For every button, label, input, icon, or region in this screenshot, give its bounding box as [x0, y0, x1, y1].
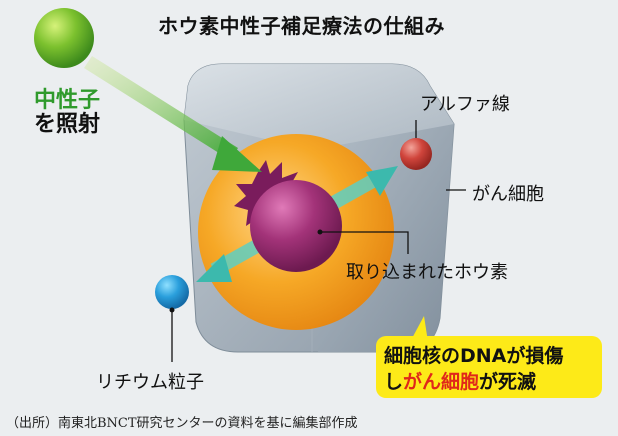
callout-highlight: がん細胞	[403, 371, 480, 393]
source-note: （出所）南東北BNCT研究センターの資料を基に編集部作成	[6, 416, 358, 431]
page-title: ホウ素中性子補足療法の仕組み	[158, 14, 445, 38]
boron-leader-line	[320, 231, 409, 254]
lithium-particle	[155, 275, 189, 309]
neutron-label-line1: 中性子	[34, 88, 101, 113]
lithium-label: リチウム粒子	[96, 372, 204, 393]
result-callout	[376, 336, 602, 398]
callout-line2-post: が死滅	[479, 371, 537, 393]
alpha-particle	[400, 138, 432, 170]
callout-line2: しがん細胞が死滅	[384, 367, 536, 394]
neutron-particle	[34, 8, 94, 68]
callout-pointer	[410, 316, 428, 342]
cancer-cell-label: がん細胞	[472, 184, 544, 205]
boron-label: 取り込まれたホウ素	[346, 262, 508, 283]
neutron-beam-arrow	[84, 56, 262, 172]
boron-atom	[234, 160, 342, 272]
callout-line1: 細胞核のDNAが損傷	[384, 345, 564, 367]
alpha-ray-label: アルファ線	[420, 94, 510, 115]
callout-line2-pre: し	[384, 371, 404, 393]
neutron-label-line2: を照射	[34, 112, 101, 137]
